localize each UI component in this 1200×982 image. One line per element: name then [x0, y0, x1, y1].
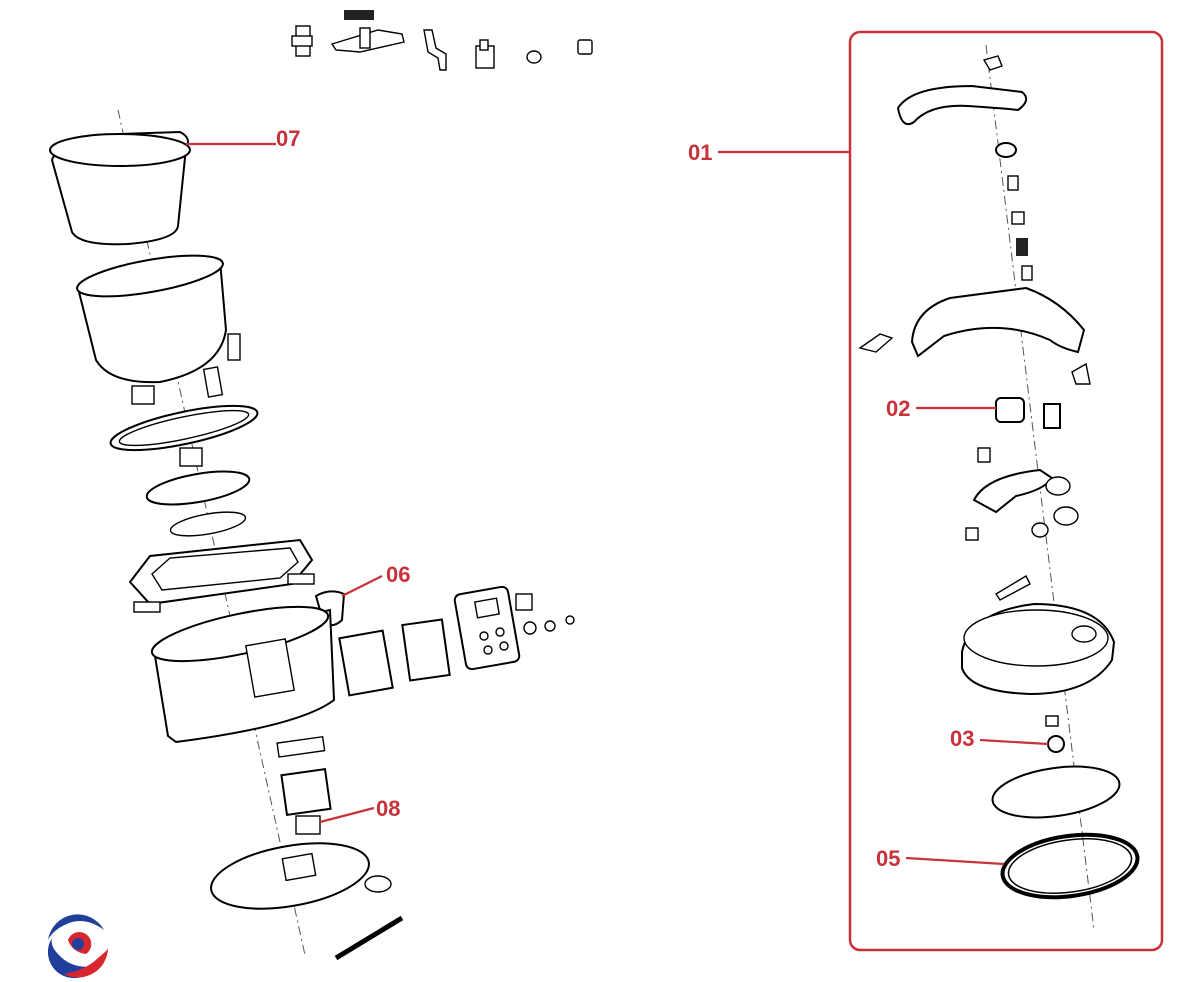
- heating-ring: [109, 404, 259, 452]
- lid-bolt: [1007, 175, 1019, 191]
- lid-nut: [995, 142, 1017, 158]
- base-frame: [128, 538, 315, 613]
- outer-casing: [150, 605, 336, 744]
- knob-part: [523, 621, 537, 635]
- power-cord: [334, 915, 404, 961]
- lid-bracket: [995, 575, 1031, 601]
- callout-06: 06: [341, 562, 410, 597]
- lid-arm: [972, 468, 1054, 514]
- lid-cover: [910, 286, 1086, 358]
- callout-label: 03: [950, 726, 974, 751]
- body-assembly: [49, 10, 593, 961]
- lid-latch: [858, 333, 894, 353]
- valve-part: [1053, 506, 1079, 526]
- lid-bolt: [1011, 211, 1025, 225]
- callout-05: 05: [876, 846, 1005, 871]
- knob-part: [565, 615, 575, 625]
- valve-part: [1031, 522, 1049, 538]
- button-part: [515, 593, 533, 611]
- gasket-holder: [991, 765, 1121, 819]
- valve-part: [1043, 403, 1061, 429]
- lower-part: [280, 768, 332, 816]
- swirl-logo-icon: [44, 910, 112, 979]
- valve-part: [965, 527, 979, 541]
- lid-spring: [1016, 238, 1028, 256]
- callout-03: 03: [950, 726, 1049, 751]
- top-small-parts: [291, 10, 593, 71]
- callout-08: 08: [319, 796, 400, 824]
- clip-part: [131, 385, 155, 405]
- pcb-frame: [338, 629, 394, 697]
- heating-plate: [145, 470, 251, 506]
- callout-01: 01: [688, 140, 850, 165]
- valve-part: [977, 447, 991, 463]
- lid-latch: [1071, 362, 1091, 385]
- lower-part: [276, 735, 326, 758]
- inner-pot: [49, 130, 191, 246]
- knob-part: [544, 620, 556, 632]
- insulation-disc: [169, 511, 247, 537]
- lid-knob: [982, 55, 1003, 71]
- lid-handle: [896, 84, 1028, 126]
- valve-part: [1047, 735, 1065, 753]
- outer-liner: [76, 254, 241, 384]
- callout-label: 06: [386, 562, 410, 587]
- callout-label: 01: [688, 140, 712, 165]
- lid-assembly-frame: [848, 30, 1164, 952]
- lid-assembly-group: [848, 30, 1164, 952]
- callout-label: 07: [276, 126, 300, 151]
- lid-bolt: [1021, 265, 1033, 281]
- callout-07: 07: [186, 126, 300, 151]
- part-08: [295, 815, 321, 835]
- callout-label: 08: [376, 796, 400, 821]
- sensor-part: [179, 447, 203, 467]
- pcb-board: [401, 618, 451, 682]
- callout-label: 05: [876, 846, 900, 871]
- valve-part: [1045, 476, 1071, 496]
- lid-plate: [961, 602, 1116, 696]
- valve-part: [1045, 715, 1059, 727]
- foot-part: [364, 875, 392, 893]
- callout-02: 02: [886, 396, 996, 421]
- callout-label: 02: [886, 396, 910, 421]
- clip-part: [202, 366, 224, 398]
- sealing-ring: [1000, 832, 1140, 900]
- control-panel: [453, 585, 521, 671]
- float-valve: [995, 397, 1025, 423]
- bottom-base: [210, 842, 370, 910]
